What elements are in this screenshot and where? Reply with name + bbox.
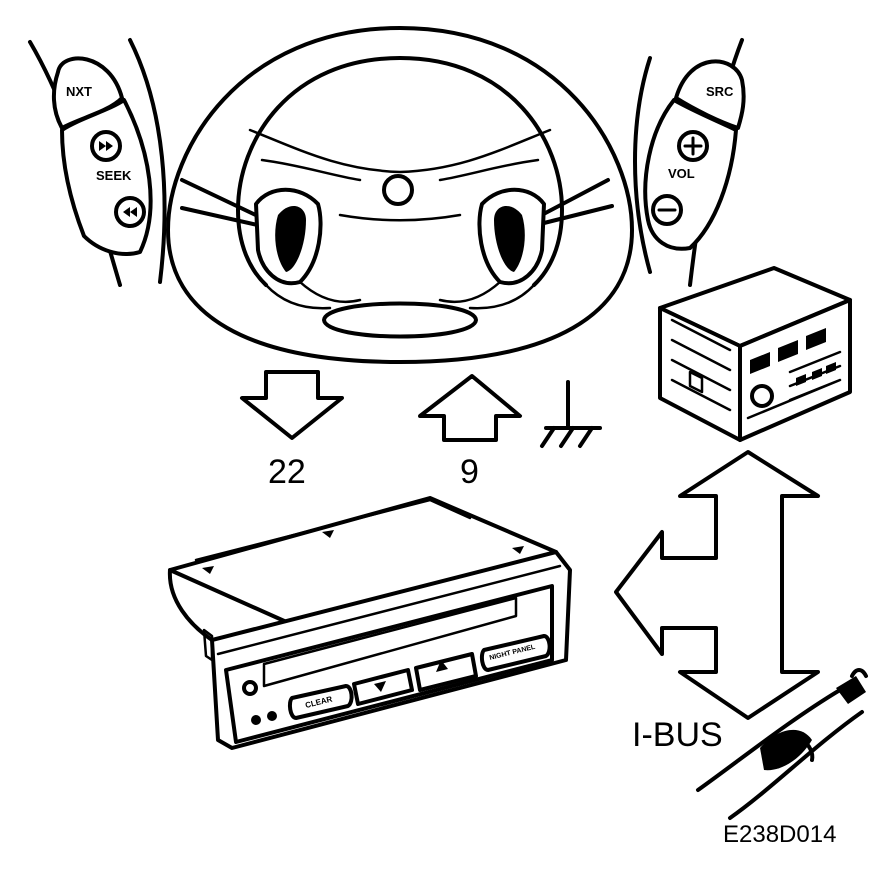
ibus-label: I-BUS — [632, 716, 723, 754]
output-pin-label: 22 — [268, 453, 306, 491]
radio-unit — [658, 266, 852, 442]
ibus-bus-arrow: I-BUS — [614, 450, 820, 754]
display-unit: CLEAR NIGHT PANEL — [167, 496, 572, 750]
steering-wheel — [166, 26, 634, 364]
input-arrow: 9 — [418, 374, 522, 491]
figure-code: E238D014 — [723, 821, 836, 848]
vol-label: VOL — [668, 166, 695, 181]
left-steering-pad: NXT SEEK — [28, 38, 264, 287]
nxt-label: NXT — [66, 84, 92, 99]
ground-icon — [540, 380, 602, 448]
output-arrow: 22 — [240, 370, 344, 491]
src-label: SRC — [706, 84, 734, 99]
ibus-cable — [696, 668, 868, 820]
input-pin-label: 9 — [460, 453, 479, 491]
right-steering-pad: SRC VOL — [534, 38, 746, 287]
seek-label: SEEK — [96, 168, 132, 183]
up-arrow-icon[interactable] — [414, 652, 478, 692]
